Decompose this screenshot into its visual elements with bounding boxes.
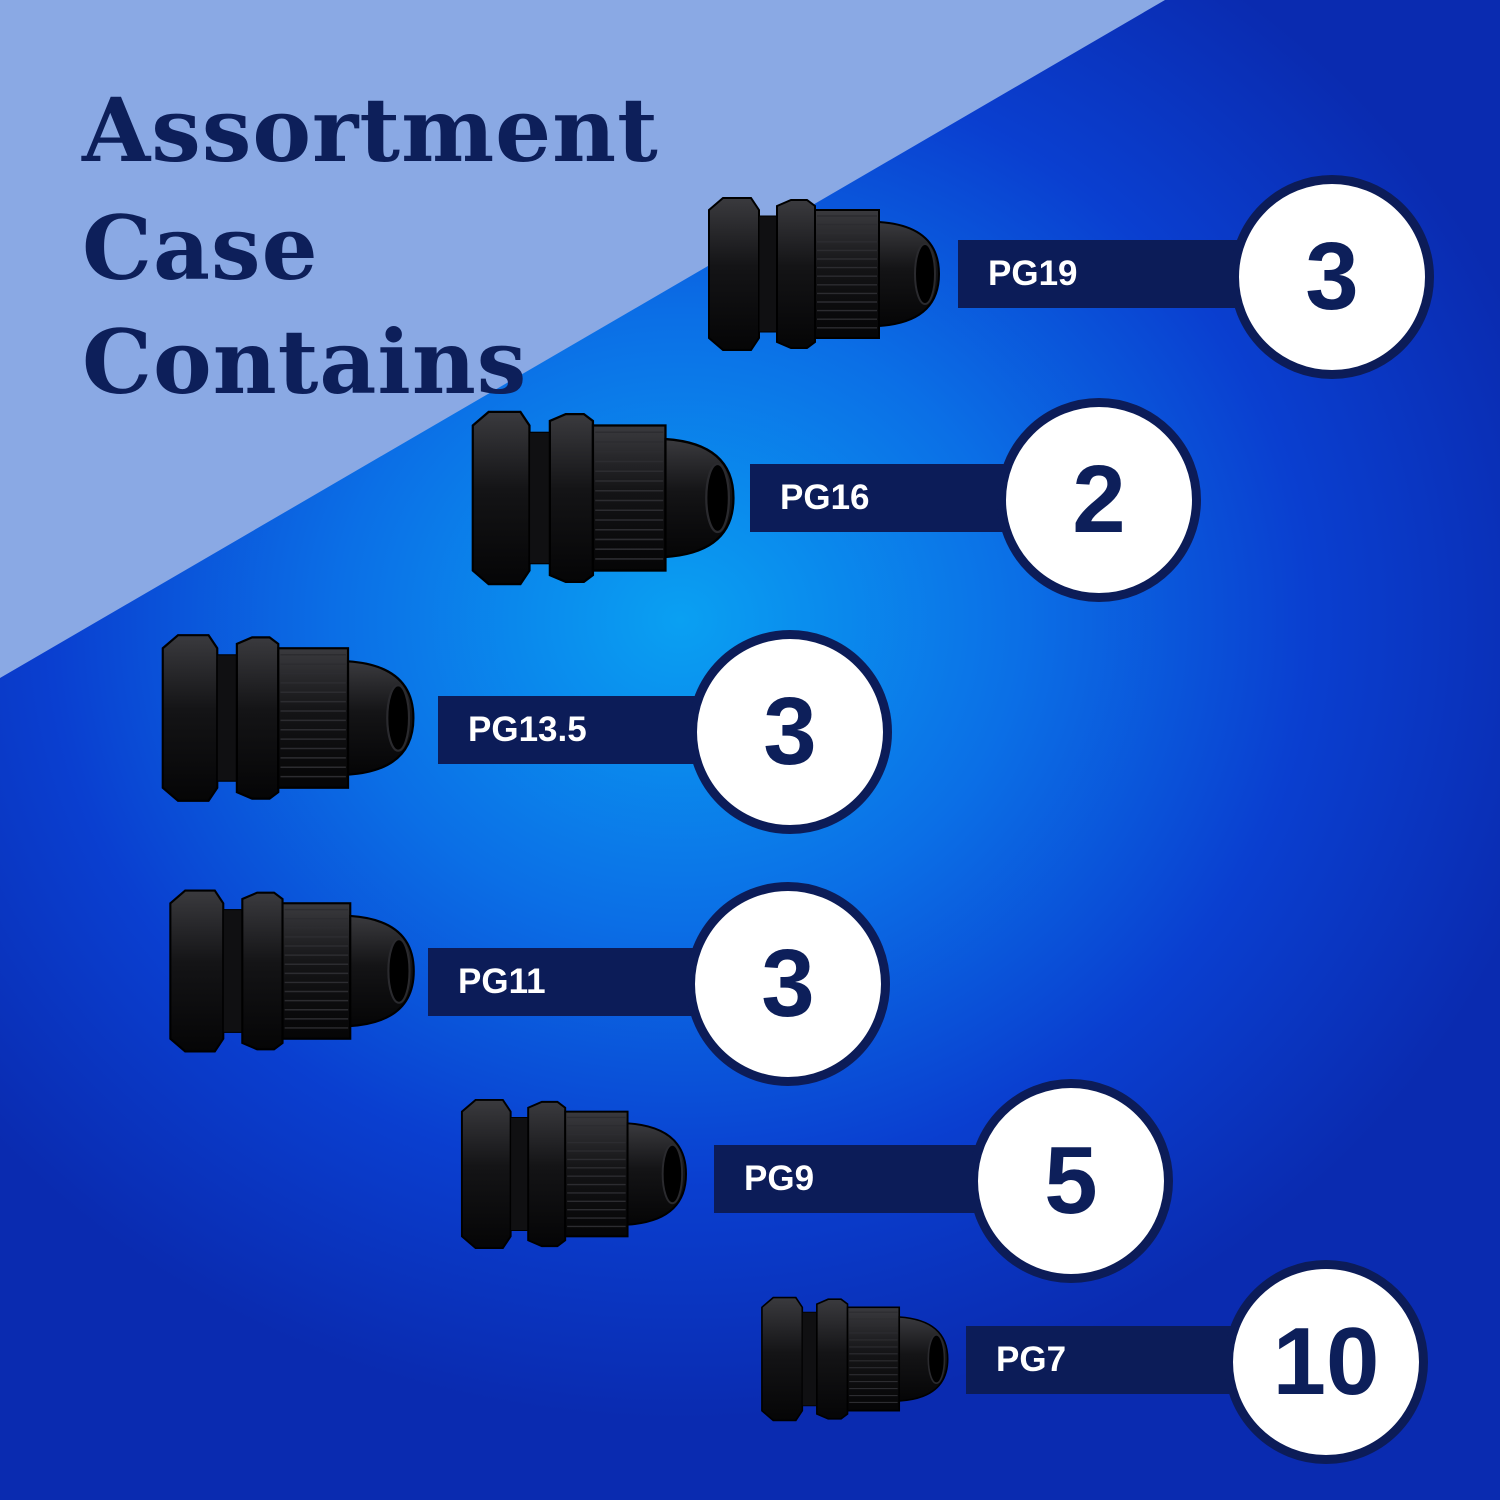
- quantity-value: 2: [1072, 446, 1126, 553]
- size-label: PG16: [780, 478, 870, 517]
- size-label: PG13.5: [468, 710, 587, 749]
- cable-gland-icon: [708, 197, 941, 351]
- title-line-2: Case: [82, 196, 319, 300]
- cable-gland-icon: [161, 634, 415, 802]
- quantity-badge: 3: [686, 882, 890, 1086]
- quantity-value: 3: [761, 930, 815, 1037]
- size-label-bar: PG19: [958, 240, 1258, 308]
- quantity-badge: 5: [969, 1079, 1173, 1283]
- quantity-value: 3: [1305, 223, 1359, 330]
- quantity-badge: 3: [1230, 175, 1434, 379]
- quantity-value: 5: [1044, 1127, 1098, 1234]
- size-label-bar: PG7: [966, 1326, 1256, 1394]
- size-label: PG7: [996, 1340, 1067, 1379]
- cable-gland-icon: [761, 1296, 949, 1422]
- size-label-bar: PG9: [714, 1145, 1004, 1213]
- quantity-value: 3: [763, 678, 817, 785]
- size-label: PG19: [988, 254, 1078, 293]
- cable-gland-icon: [460, 1098, 688, 1250]
- quantity-badge: 3: [688, 630, 892, 834]
- title-line-1: Assortment: [82, 78, 659, 182]
- size-label-bar: PG11: [428, 948, 718, 1016]
- quantity-badge: 10: [1224, 1260, 1428, 1464]
- size-label: PG9: [744, 1159, 815, 1198]
- size-label-bar: PG13.5: [438, 696, 728, 764]
- title-line-3: Contains: [82, 310, 528, 414]
- size-label: PG11: [458, 962, 546, 1001]
- cable-gland-icon: [471, 410, 735, 586]
- cable-gland-icon: [169, 889, 415, 1053]
- size-label-bar: PG16: [750, 464, 1030, 532]
- quantity-value: 10: [1272, 1308, 1380, 1415]
- quantity-badge: 2: [997, 398, 1201, 602]
